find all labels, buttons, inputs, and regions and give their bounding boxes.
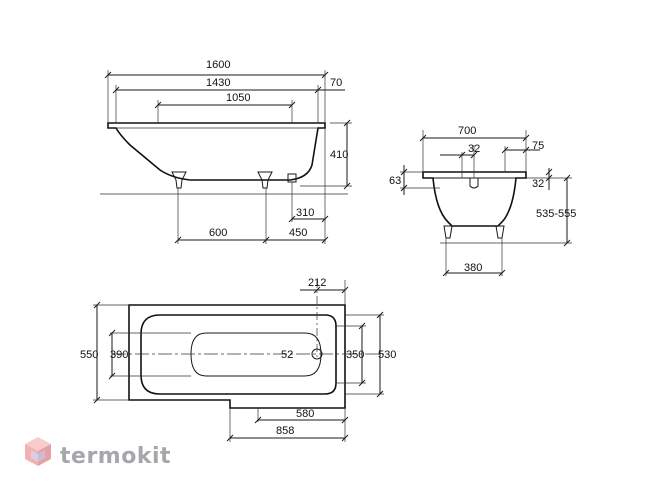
label-inner-length: 1430 [206,77,230,89]
end-tub-outline [422,171,527,227]
label-drain-offset-top: 212 [308,277,326,289]
label-leg-to-end: 450 [289,227,307,239]
top-view: 550 390 52 350 530 212 580 858 [80,277,396,442]
label-drain-offset: 32 [468,143,480,155]
top-basin-outline [140,314,337,395]
end-leg-left [443,225,453,239]
side-leg-left [171,171,187,189]
label-step-total: 858 [276,425,294,437]
label-end-width-top: 530 [378,349,396,361]
label-basin-width: 390 [110,349,128,361]
label-end-leg-spacing: 380 [464,262,482,274]
label-end-width: 700 [458,125,476,137]
label-height-range: 535-555 [536,208,576,220]
top-flat-bottom [190,332,322,377]
label-drain-dim: 52 [281,349,293,361]
label-rim-offset: 70 [330,77,342,89]
logo-text: termokit [60,444,171,469]
termokit-logo: termokit [25,437,171,469]
label-waste-to-end: 310 [296,207,314,219]
side-view: 1600 1430 1050 70 410 600 450 310 [100,59,352,244]
side-leg-right [257,171,273,189]
label-rim-width: 75 [532,140,544,152]
side-waste-fitting [287,173,297,183]
label-height: 410 [330,149,348,161]
label-outer-width: 550 [80,349,98,361]
label-step-length: 580 [296,408,314,420]
label-overall-length: 1600 [206,59,230,71]
label-narrow-width: 350 [346,349,364,361]
end-drain [469,178,479,189]
logo-cube-icon [25,437,51,466]
label-rim-thickness: 32 [532,178,544,190]
label-rim-height: 63 [389,175,401,187]
side-tub-outline [107,122,326,181]
end-leg-right [495,225,505,239]
label-flat-bottom: 1050 [226,92,250,104]
label-leg-spacing: 600 [209,227,227,239]
end-view: 700 32 75 63 32 535-555 380 [389,125,576,277]
